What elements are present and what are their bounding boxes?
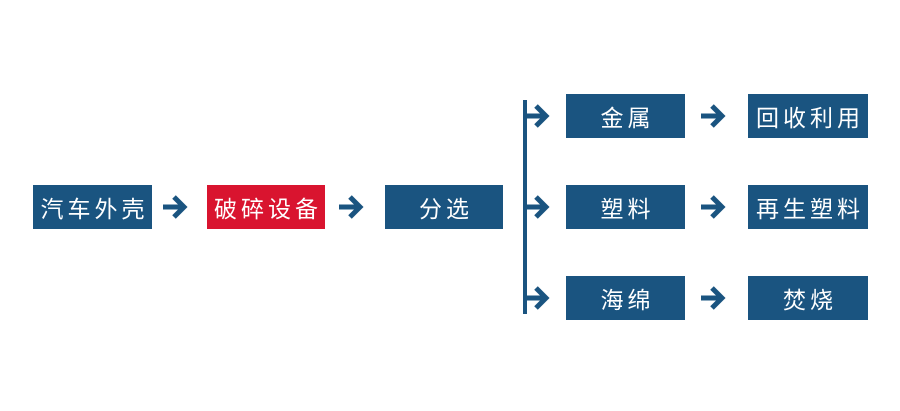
right-arrow-icon bbox=[338, 195, 368, 219]
node-crushing-equipment: 破碎设备 bbox=[207, 185, 325, 229]
right-arrow-icon bbox=[700, 195, 730, 219]
node-car-shell: 汽车外壳 bbox=[33, 185, 152, 229]
node-recycling: 回收利用 bbox=[748, 94, 868, 138]
node-recycled-plastic: 再生塑料 bbox=[748, 185, 868, 229]
right-arrow-icon bbox=[700, 104, 730, 128]
right-arrow-icon bbox=[524, 195, 554, 219]
right-arrow-icon bbox=[162, 195, 192, 219]
node-sponge: 海绵 bbox=[566, 276, 685, 320]
node-plastic: 塑料 bbox=[566, 185, 685, 229]
node-sorting: 分选 bbox=[385, 185, 503, 229]
right-arrow-icon bbox=[524, 286, 554, 310]
node-metal: 金属 bbox=[566, 94, 685, 138]
right-arrow-icon bbox=[524, 104, 554, 128]
right-arrow-icon bbox=[700, 286, 730, 310]
node-incineration: 焚烧 bbox=[748, 276, 868, 320]
